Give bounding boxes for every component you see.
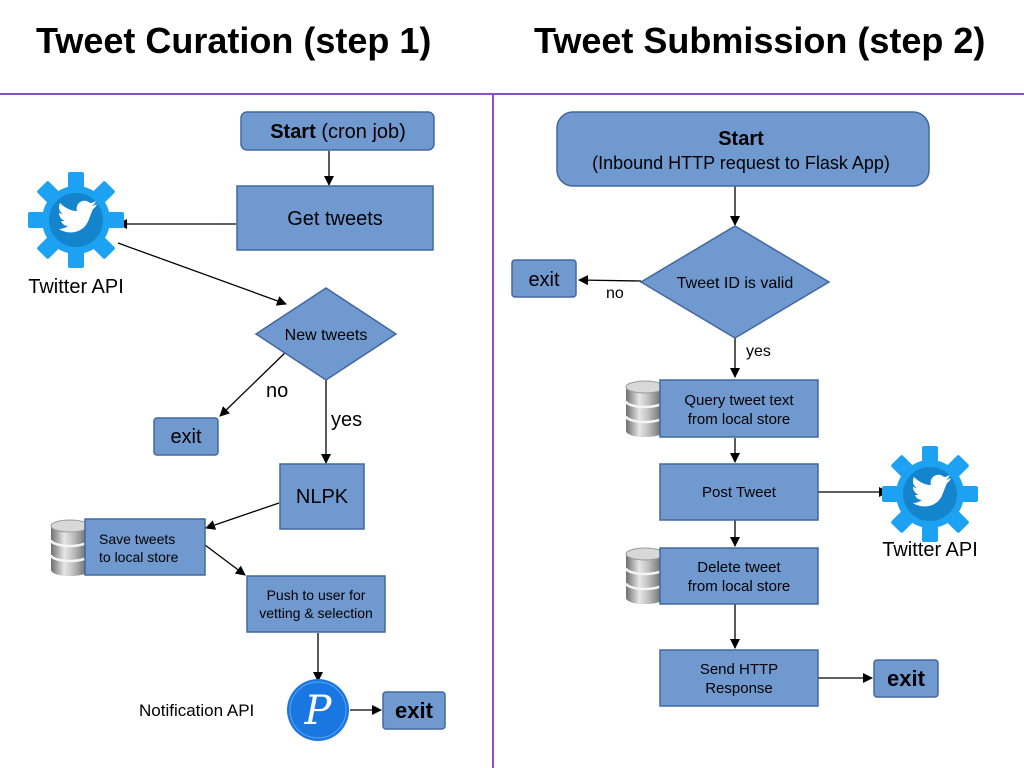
query-label-1: Query tweet text bbox=[684, 392, 794, 409]
push-label-1: Push to user for bbox=[267, 587, 366, 603]
database-icon-query bbox=[624, 379, 666, 439]
post-tweet-label: Post Tweet bbox=[702, 484, 777, 501]
label-no-right: no bbox=[606, 285, 624, 302]
submission-exit2-label: exit bbox=[887, 666, 926, 691]
get-tweets-node bbox=[236, 185, 434, 251]
save-tweets-label-1: Save tweets bbox=[99, 531, 175, 547]
column-divider bbox=[492, 94, 494, 768]
header-divider bbox=[0, 93, 1024, 95]
twitter-api-label-right: Twitter API bbox=[882, 539, 978, 561]
arrow-new-tweets-no bbox=[219, 347, 291, 417]
curation-flow: Start (cron job) Get tweets Twitter API … bbox=[28, 111, 446, 741]
arrow-valid-no bbox=[578, 275, 642, 286]
svg-text:P: P bbox=[304, 688, 333, 734]
get-tweets-label: Get tweets bbox=[287, 208, 383, 230]
title-tweet-curation: Tweet Curation (step 1) bbox=[36, 20, 432, 61]
delete-tweet-node bbox=[659, 547, 819, 605]
twitter-api-label-left: Twitter API bbox=[28, 276, 124, 298]
post-tweet-node bbox=[659, 463, 819, 521]
label-yes-right: yes bbox=[746, 343, 771, 360]
push-label-2: vetting & selection bbox=[259, 605, 373, 621]
send-http-node bbox=[659, 649, 819, 707]
send-label-1: Send HTTP bbox=[700, 661, 778, 678]
submission-exit-node bbox=[511, 259, 577, 298]
submission-start-label-2: (Inbound HTTP request to Flask App) bbox=[592, 153, 890, 173]
new-tweets-label: New tweets bbox=[285, 327, 368, 344]
label-no-left: no bbox=[266, 380, 288, 402]
curation-exit2-node bbox=[382, 691, 446, 730]
save-tweets-node bbox=[84, 518, 206, 576]
arrow-twitter-api-to-new-tweets bbox=[117, 242, 287, 306]
new-tweets-decision bbox=[254, 287, 398, 381]
arrow-nlpk-to-save bbox=[205, 502, 280, 530]
database-icon-save bbox=[49, 518, 91, 578]
tweet-id-valid-decision bbox=[639, 225, 831, 339]
notification-api-label: Notification API bbox=[139, 701, 254, 720]
submission-flow: Start (Inbound HTTP request to Flask App… bbox=[511, 111, 978, 707]
twitter-api-gear-icon-right bbox=[882, 446, 978, 542]
push-to-user-node bbox=[246, 575, 386, 633]
curation-exit-label: exit bbox=[170, 426, 202, 448]
pushover-icon: P bbox=[287, 679, 349, 741]
arrow-save-to-push bbox=[204, 544, 246, 576]
query-tweet-node bbox=[659, 379, 819, 438]
query-label-2: from local store bbox=[688, 411, 791, 428]
database-icon-delete bbox=[624, 546, 666, 606]
curation-exit-node bbox=[153, 417, 219, 456]
save-tweets-label-2: to local store bbox=[99, 549, 179, 565]
twitter-api-gear-icon bbox=[28, 172, 125, 268]
title-tweet-submission: Tweet Submission (step 2) bbox=[534, 20, 986, 61]
nlpk-label: NLPK bbox=[296, 486, 349, 508]
delete-label-2: from local store bbox=[688, 578, 791, 595]
send-label-2: Response bbox=[705, 680, 773, 697]
submission-start-label-1: Start bbox=[718, 128, 764, 150]
submission-exit-label: exit bbox=[528, 269, 560, 291]
nlpk-node bbox=[279, 463, 365, 530]
curation-exit2-label: exit bbox=[395, 698, 434, 723]
label-yes-left: yes bbox=[331, 409, 362, 431]
curation-start-node bbox=[240, 111, 435, 151]
curation-start-label: Start (cron job) bbox=[270, 121, 406, 143]
delete-label-1: Delete tweet bbox=[697, 559, 781, 576]
submission-start-node bbox=[556, 111, 930, 187]
tweet-id-valid-label: Tweet ID is valid bbox=[677, 275, 793, 292]
submission-exit2-node bbox=[873, 659, 939, 698]
